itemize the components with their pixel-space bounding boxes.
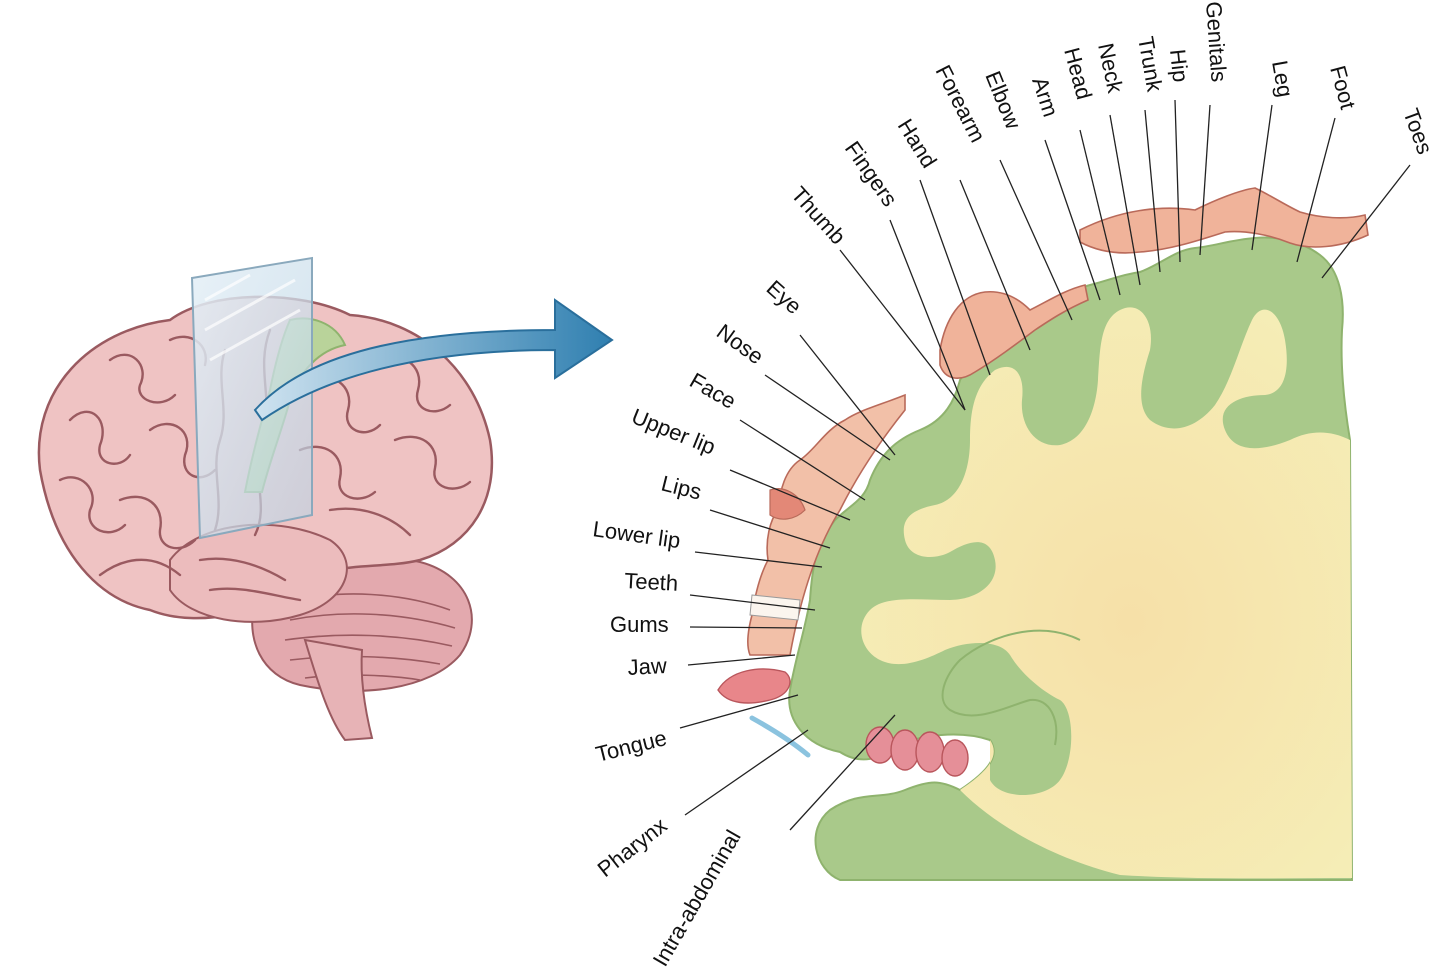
homunculus-lips — [769, 488, 806, 520]
label-eye: Eye — [762, 275, 807, 319]
cerebellum-folia — [284, 593, 456, 681]
homunculus-figure — [717, 187, 1369, 777]
label-forearm: Forearm — [931, 61, 991, 146]
label-neck: Neck — [1093, 41, 1128, 96]
brain-illustration — [37, 256, 494, 742]
label-elbow: Elbow — [980, 68, 1026, 133]
label-thumb: Thumb — [786, 182, 850, 250]
temporal-lobe — [169, 523, 348, 623]
brainstem — [303, 638, 374, 742]
label-intra-abdominal: Intra-abdominal — [648, 826, 746, 971]
homunculus-face — [747, 393, 906, 656]
cortex-white-matter — [861, 307, 1352, 879]
label-foot: Foot — [1325, 63, 1361, 112]
label-face: Face — [686, 368, 741, 414]
sulcus — [941, 629, 1081, 746]
label-trunk: Trunk — [1133, 35, 1167, 95]
label-tongue: Tongue — [593, 725, 669, 767]
homunculus-arm-hand — [939, 284, 1089, 379]
label-hip: Hip — [1165, 48, 1193, 83]
slice-plane — [190, 256, 313, 540]
label-hand: Hand — [893, 114, 942, 172]
slice-plane-glare — [204, 273, 301, 362]
label-leaders — [679, 99, 1411, 831]
homunculus-pharynx — [749, 715, 811, 758]
label-nose: Nose — [712, 319, 768, 369]
label-lips: Lips — [659, 471, 704, 505]
label-fingers: Fingers — [840, 137, 903, 211]
label-teeth: Teeth — [624, 568, 679, 596]
label-head: Head — [1059, 45, 1097, 102]
homunculus-tongue — [717, 668, 791, 704]
label-toes: Toes — [1398, 105, 1437, 157]
label-lower-lip: Lower lip — [591, 516, 682, 553]
curved-arrow — [253, 298, 614, 422]
label-jaw: Jaw — [627, 653, 667, 680]
label-leg: Leg — [1267, 59, 1298, 100]
cortex-section — [788, 236, 1354, 881]
label-arm: Arm — [1027, 74, 1063, 120]
label-genitals: Genitals — [1201, 1, 1232, 83]
label-gums: Gums — [610, 612, 669, 637]
homunculus-teeth — [749, 594, 801, 621]
label-upper-lip: Upper lip — [628, 403, 719, 459]
homunculus-leg — [1079, 187, 1369, 254]
label-pharynx: Pharynx — [593, 813, 672, 882]
homunculus-intestines — [865, 726, 969, 777]
